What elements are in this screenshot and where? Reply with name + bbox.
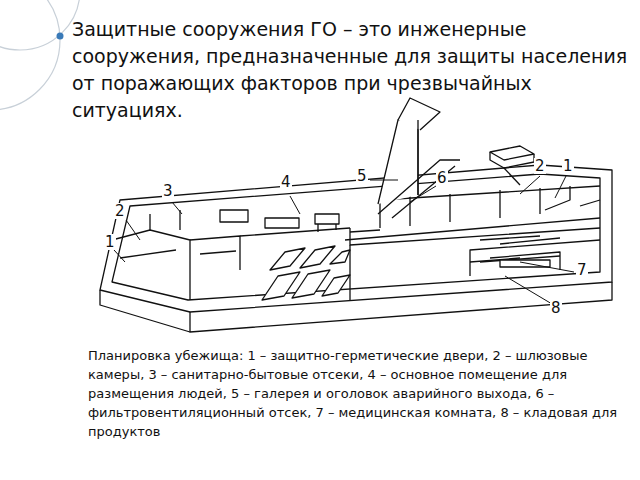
callout-number: 1 (104, 234, 116, 250)
callout-number: 2 (534, 158, 546, 174)
slide-text: Защитные сооружения ГО – это инженерные … (72, 16, 638, 124)
bullet-dot (57, 33, 64, 40)
callout-number: 8 (550, 300, 562, 316)
callout-number: 4 (280, 174, 292, 190)
callout-number: 1 (562, 158, 574, 174)
callout-number: 3 (162, 183, 174, 199)
callout-number: 2 (114, 203, 126, 219)
callout-number: 5 (356, 168, 368, 184)
shelter-drawing (100, 98, 612, 332)
slide-decoration (0, 0, 80, 110)
callout-number: 6 (436, 170, 448, 186)
leader-lines (114, 176, 574, 304)
callout-number: 7 (576, 262, 588, 278)
figure-caption: Планировка убежища: 1 – защитно-герметич… (88, 346, 618, 441)
